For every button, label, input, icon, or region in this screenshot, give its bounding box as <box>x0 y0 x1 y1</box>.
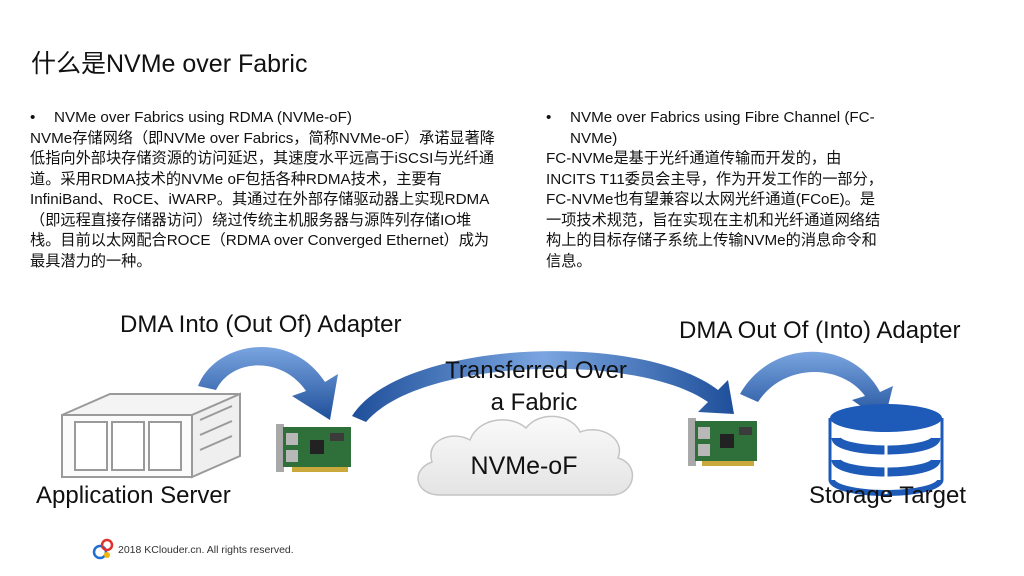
transfer-label-line2: a Fabric <box>491 389 578 416</box>
left-dma-arrow <box>198 346 338 420</box>
right-paragraph: FC-NVMe是基于光纤通道传输而开发的，由INCITS T11委员会主导，作为… <box>546 150 883 270</box>
left-bullet-text: NVMe over Fabrics using RDMA (NVMe-oF) <box>54 109 352 126</box>
kclouder-logo-icon <box>92 538 114 560</box>
cloud-label: NVMe-oF <box>471 452 578 480</box>
nvme-of-diagram: DMA Into (Out Of) Adapter DMA Out Of (In… <box>36 311 966 509</box>
dma-into-label: DMA Into (Out Of) Adapter <box>120 311 401 338</box>
fabric-transfer-arrow <box>352 351 734 422</box>
server-label: Application Server <box>36 482 231 509</box>
left-text-column: • NVMe over Fabrics using RDMA (NVMe-oF)… <box>30 108 500 272</box>
right-dma-arrow <box>740 351 893 422</box>
left-bullet: • NVMe over Fabrics using RDMA (NVMe-oF) <box>30 108 500 129</box>
slide-title: 什么是NVMe over Fabric <box>31 50 308 78</box>
left-adapter-card-icon <box>276 424 351 472</box>
right-bullet: • NVMe over Fabrics using Fibre Channel … <box>546 108 886 149</box>
bullet-marker: • <box>546 109 552 126</box>
transfer-label-line1: Transferred Over <box>445 357 627 384</box>
cloud-shape <box>417 415 634 496</box>
dma-out-label: DMA Out Of (Into) Adapter <box>679 317 960 344</box>
right-text-column: • NVMe over Fabrics using Fibre Channel … <box>546 108 886 272</box>
bullet-marker: • <box>30 109 36 126</box>
right-bullet-text: NVMe over Fabrics using Fibre Channel (F… <box>570 109 875 147</box>
copyright-text: 2018 KClouder.cn. All rights reserved. <box>118 544 294 556</box>
storage-cylinder-icon <box>828 404 944 496</box>
left-paragraph: NVMe存储网络（即NVMe over Fabrics，简称NVMe-oF）承诺… <box>30 129 495 270</box>
storage-label: Storage Target <box>809 482 966 509</box>
server-icon <box>61 392 241 479</box>
right-adapter-card-icon <box>688 418 757 466</box>
